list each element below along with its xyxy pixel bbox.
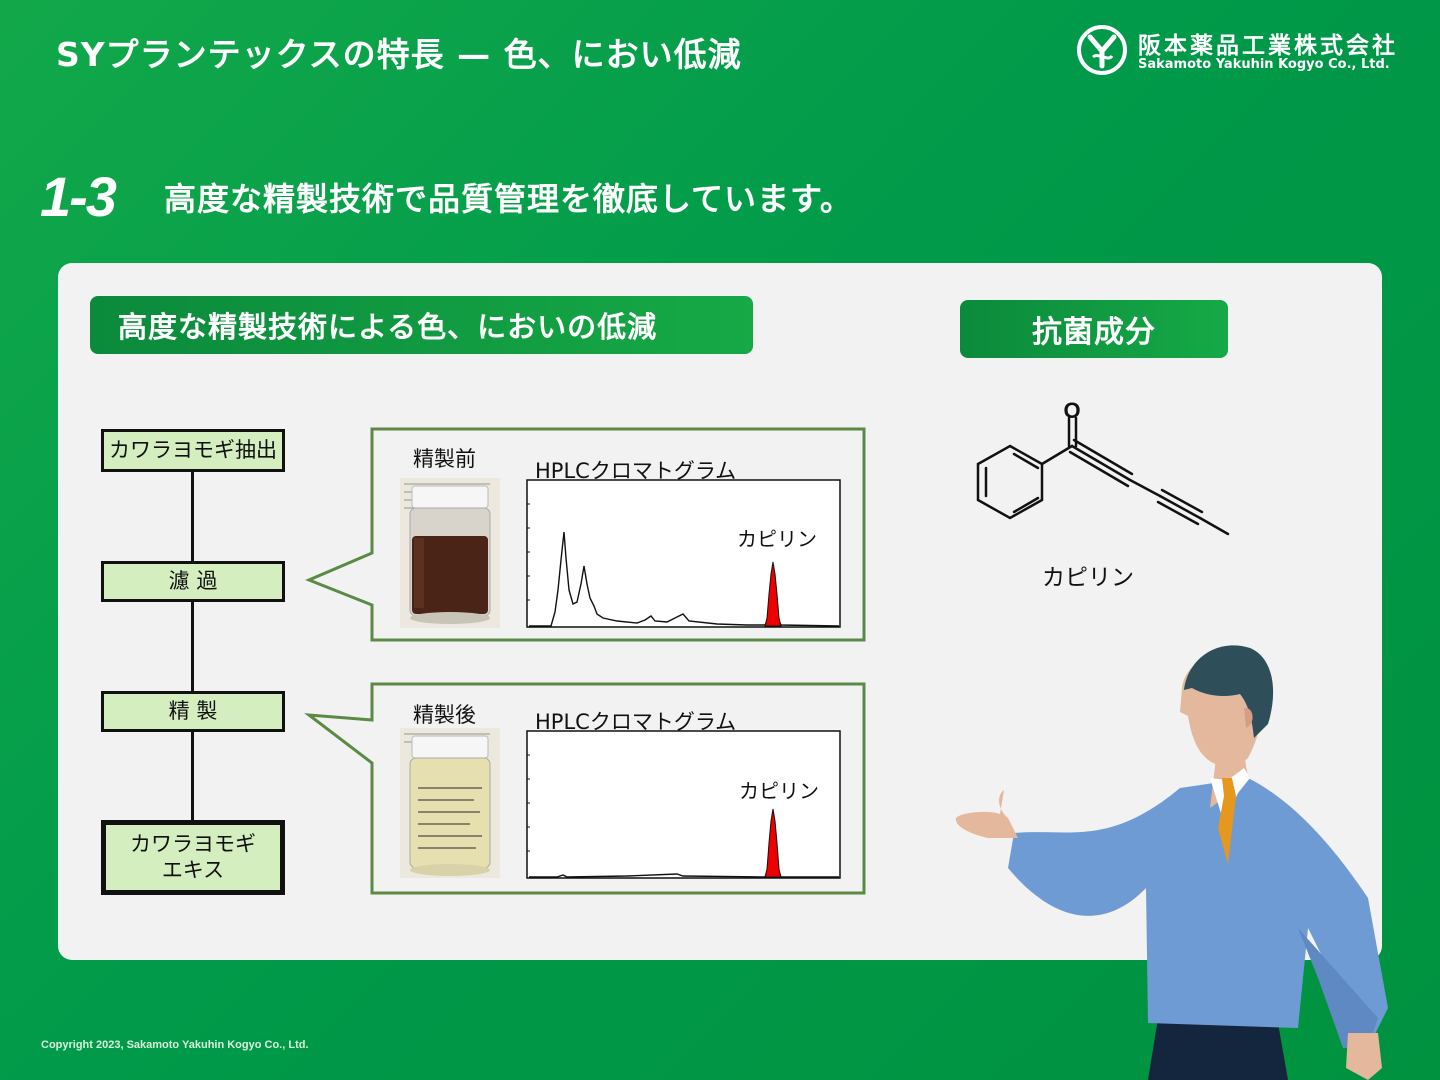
after-chart-title: HPLCクロマトグラム <box>535 710 737 734</box>
flow-step-filtration: 濾 過 <box>101 561 285 602</box>
after-label: 精製後 <box>413 703 476 727</box>
refining-banner: 高度な精製技術による色、においの低減 <box>90 296 753 354</box>
after-peak-label: カピリン <box>739 779 819 803</box>
before-label: 精製前 <box>413 447 476 471</box>
before-axis-ticks <box>527 503 530 601</box>
flow-step-extract-label: カワラヨモギ エキス <box>130 832 256 882</box>
antibacterial-banner: 抗菌成分 <box>960 300 1228 358</box>
company-logo-icon <box>1077 25 1127 75</box>
company-logo: 阪本薬品工業株式会社 Sakamoto Yakuhin Kogyo Co., L… <box>1076 24 1416 80</box>
capillin-structure: O <box>976 398 1230 536</box>
flow-connector <box>191 730 194 822</box>
before-peak-label: カピリン <box>737 527 817 551</box>
section-heading: 高度な精製技術で品質管理を徹底しています。 <box>164 180 853 218</box>
flow-step-extraction: カワラヨモギ抽出 <box>101 429 285 472</box>
vial-before-image <box>400 478 500 628</box>
flow-step-extract: カワラヨモギ エキス <box>101 820 285 895</box>
vial-after-image <box>400 728 500 878</box>
before-hplc-chart <box>526 479 841 628</box>
flow-step-refining: 精 製 <box>101 691 285 732</box>
page-title: SYプランテックスの特長 — 色、におい低減 <box>56 35 742 74</box>
after-hplc-chart <box>526 730 841 879</box>
flow-connector <box>191 470 194 562</box>
company-name-en: Sakamoto Yakuhin Kogyo Co., Ltd. <box>1138 57 1390 72</box>
molecule-name: カピリン <box>1042 565 1134 591</box>
oxygen-label: O <box>1063 398 1080 423</box>
presenter-illustration <box>955 645 1388 1080</box>
flow-connector <box>191 600 194 692</box>
capillin-peak-before <box>764 561 782 627</box>
before-chart-title: HPLCクロマトグラム <box>535 459 737 483</box>
copyright-notice: Copyright 2023, Sakamoto Yakuhin Kogyo C… <box>41 1039 309 1051</box>
after-axis-ticks <box>527 754 530 852</box>
section-number: 1-3 <box>40 165 117 228</box>
capillin-peak-after <box>764 808 782 878</box>
company-name-jp: 阪本薬品工業株式会社 <box>1138 33 1398 59</box>
